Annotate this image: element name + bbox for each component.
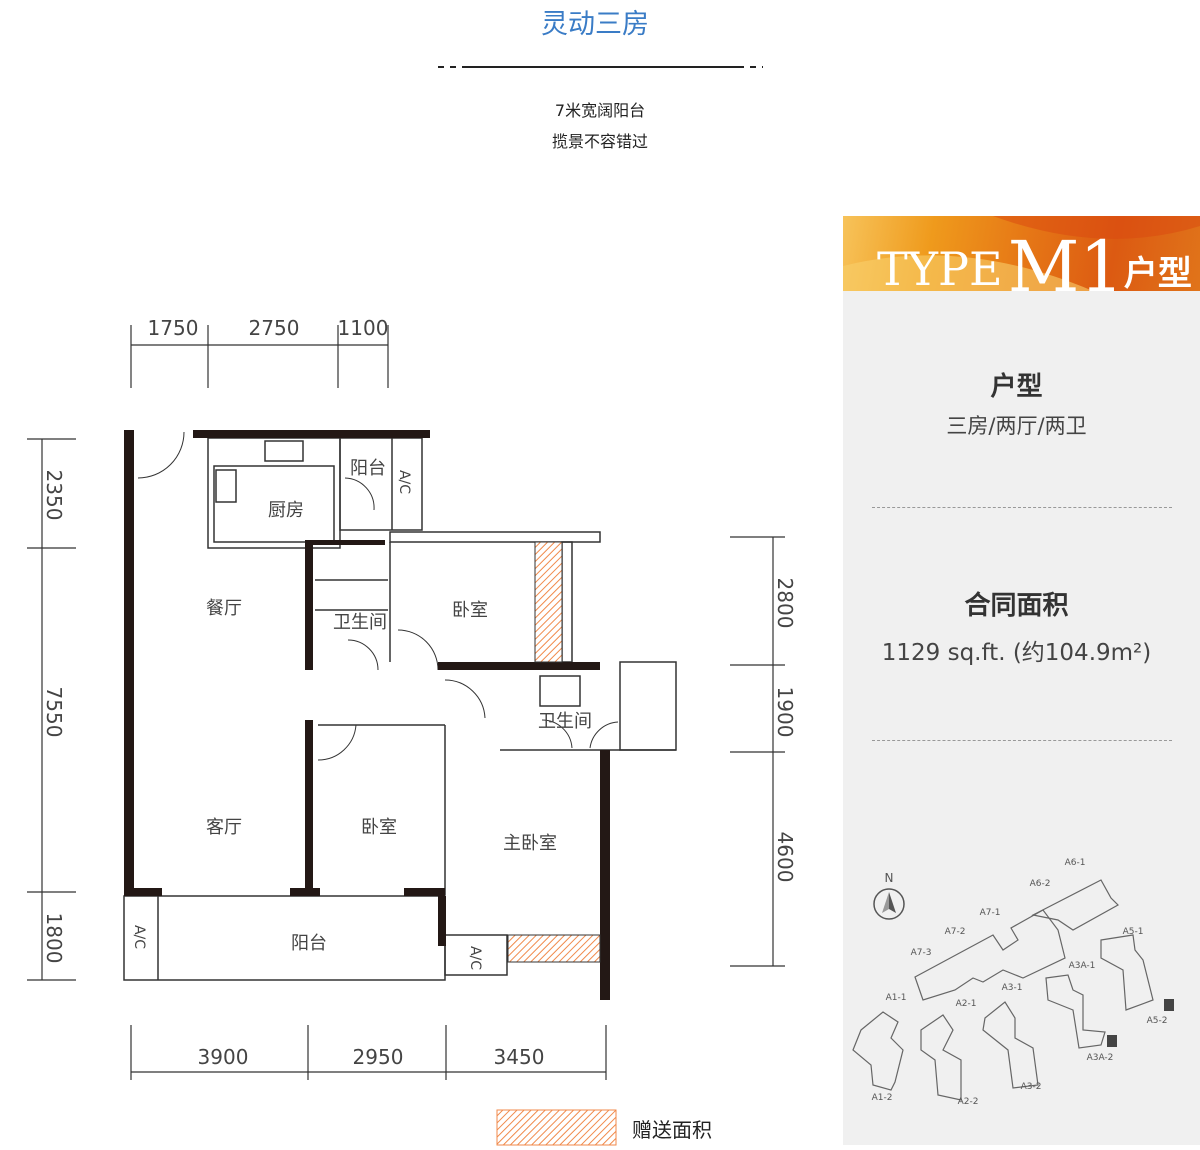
site-map: N A6-1 A6-2 A7-1 A7-2 A7-3 A5-1 A5-2 A3A…: [852, 858, 1174, 1107]
subtitle-line-1: 7米宽阔阳台: [554, 101, 646, 120]
area-heading: 合同面积: [964, 591, 1069, 621]
dim-left-2: 7550: [42, 687, 66, 738]
divider: [872, 507, 1172, 508]
room-label-kitchen-balcony: 阳台: [350, 458, 386, 479]
building-label: A1-1: [886, 993, 907, 1003]
room-label-kitchen: 厨房: [268, 500, 304, 521]
type-banner: TYPE M1户型: [843, 216, 1200, 291]
banner-type-word: TYPE: [877, 242, 1003, 291]
room-label-balcony: 阳台: [291, 933, 327, 954]
room-label-bedroom-2: 卧室: [361, 817, 397, 838]
dim-top-2: 2750: [249, 316, 300, 340]
ac-label-left: A/C: [131, 925, 147, 949]
room-label-master-bedroom: 主卧室: [503, 833, 557, 854]
dim-bottom-2: 2950: [353, 1045, 404, 1069]
top-dimension-line: [130, 325, 389, 388]
floor-plan: 厨房 阳台 餐厅 卫生间 卧室 卫生间 客厅 卧室 主卧室 阳台 A/C A/C…: [27, 316, 797, 1146]
building-label: A2-2: [958, 1097, 979, 1107]
building-label: A3A-2: [1087, 1053, 1114, 1063]
subtitle-line-2: 揽景不容错过: [551, 132, 648, 151]
building-label: A7-2: [945, 927, 966, 937]
unit-highlight-a3a-2: [1107, 1035, 1117, 1047]
banner-code: M1: [1007, 226, 1124, 291]
dim-top-3: 1100: [338, 316, 389, 340]
dim-right-3: 4600: [773, 832, 797, 883]
right-dimension-line: [730, 536, 785, 967]
structural-walls: [124, 430, 610, 1000]
dim-left-3: 1800: [42, 913, 66, 964]
legend-hatch-swatch: [496, 1109, 617, 1146]
building-label: A5-2: [1147, 1016, 1168, 1026]
banner-suffix: 户型: [1123, 254, 1192, 291]
room-label-bathroom-2: 卫生间: [538, 711, 592, 732]
building-outlines: [852, 879, 1154, 1101]
divider: [872, 740, 1172, 741]
building-label: A6-2: [1030, 879, 1051, 889]
dim-bottom-3: 3450: [494, 1045, 545, 1069]
info-panel: [843, 290, 1200, 1145]
banner-waves: [843, 216, 1200, 291]
dim-top-1: 1750: [148, 316, 199, 340]
unit-type-value: 三房/两厅/两卫: [946, 414, 1087, 438]
bonus-area-bedroom: [534, 541, 563, 663]
door-swings: [137, 431, 619, 761]
room-label-dining: 餐厅: [206, 598, 242, 619]
unit-type-heading: 户型: [990, 372, 1043, 402]
building-label: A6-1: [1065, 858, 1086, 868]
ac-label-bottom: A/C: [467, 946, 483, 970]
bottom-dimension-line: [130, 1025, 607, 1080]
room-label-living: 客厅: [206, 817, 242, 838]
room-label-bedroom-1: 卧室: [452, 600, 488, 621]
dim-left-1: 2350: [42, 470, 66, 521]
building-label: A3-2: [1021, 1082, 1042, 1092]
dim-right-1: 2800: [773, 578, 797, 629]
building-label: A3-1: [1002, 983, 1023, 993]
ac-label-top: A/C: [396, 470, 412, 494]
building-label: A1-2: [872, 1093, 893, 1103]
building-label: A2-1: [956, 999, 977, 1009]
building-label: A5-1: [1123, 927, 1144, 937]
title-divider: [438, 66, 763, 68]
dim-right-2: 1900: [773, 687, 797, 738]
building-label: A7-3: [911, 948, 932, 958]
left-dimension-line: [27, 438, 76, 981]
dim-bottom-1: 3900: [198, 1045, 249, 1069]
north-label: N: [885, 871, 894, 885]
building-label: A3A-1: [1069, 961, 1096, 971]
bonus-area-master: [507, 934, 601, 963]
thin-walls: [123, 437, 677, 981]
compass-icon: [873, 888, 905, 920]
area-value: 1129 sq.ft. (约104.9m²): [881, 640, 1152, 666]
unit-highlight-a5-2: [1164, 999, 1174, 1011]
building-label: A7-1: [980, 908, 1001, 918]
page-title: 灵动三房: [541, 9, 649, 40]
room-label-bathroom-1: 卫生间: [333, 612, 387, 633]
legend-label: 赠送面积: [632, 1118, 712, 1142]
